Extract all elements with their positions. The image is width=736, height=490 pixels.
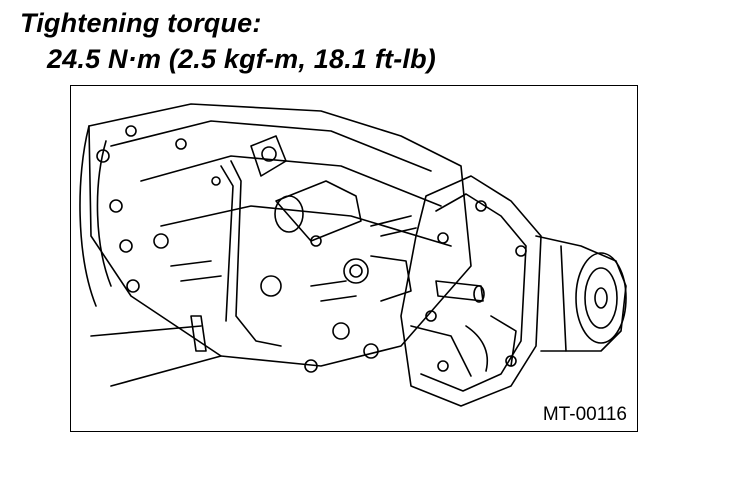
figure-frame: MT-00116: [70, 85, 638, 432]
transmission-illustration: [79, 103, 627, 407]
torque-heading: Tightening torque:: [20, 8, 262, 38]
torque-value: 24.5 N·m (2.5 kgf-m, 18.1 ft-lb): [47, 44, 436, 74]
figure-id: MT-00116: [542, 404, 627, 425]
